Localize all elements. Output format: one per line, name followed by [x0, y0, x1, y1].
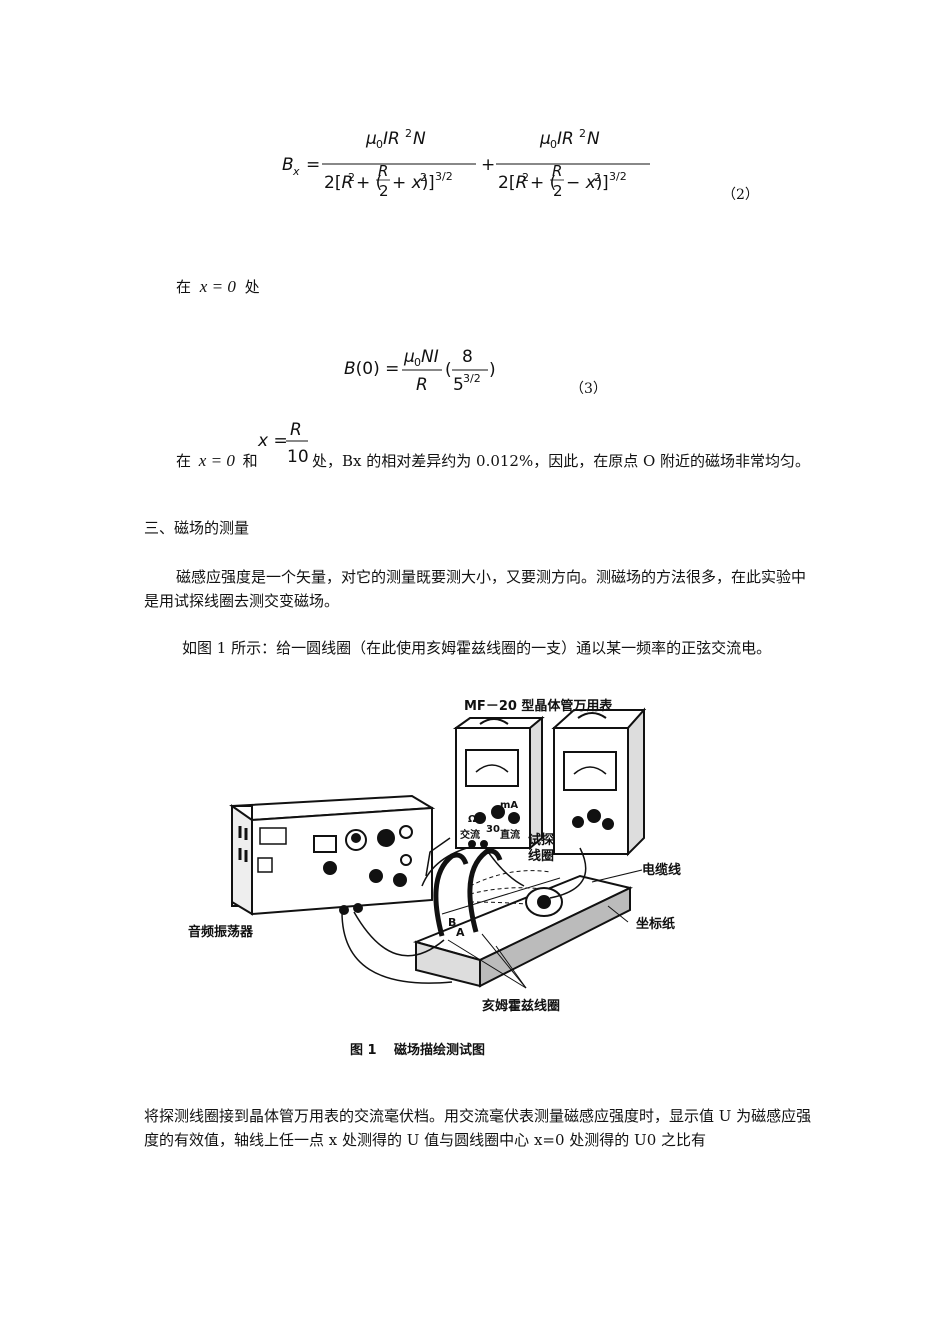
label-cable: 电缆线 [642, 862, 681, 878]
svg-text:+: + [481, 155, 495, 175]
label-A: A [456, 926, 465, 939]
svg-text:+ (: + ( [530, 173, 556, 193]
label-probe-1: 试探 [528, 832, 554, 848]
svg-text:0: 0 [376, 138, 383, 151]
eq2-lhs-sub: x [292, 165, 300, 178]
eq2-num1-mu: μ [365, 129, 377, 149]
caption-number: 图 1 [350, 1043, 377, 1058]
meter-dc: 直流 [500, 828, 520, 841]
figure-1: MF－20 型晶体管万用表 试探 线圈 电缆线 坐标纸 音频振荡器 亥姆霍兹线圈… [180, 688, 700, 1068]
svg-text:]: ] [428, 173, 435, 193]
svg-text:8: 8 [462, 347, 473, 367]
helmholtz-coils [433, 848, 551, 937]
svg-text:10: 10 [287, 447, 309, 467]
svg-text:]: ] [602, 173, 609, 193]
svg-text:2: 2 [522, 171, 529, 184]
svg-text:N: N [413, 129, 426, 149]
svg-text:μ: μ [539, 129, 551, 149]
platform-coordinate-paper [412, 874, 633, 988]
meter-ac: 交流 [460, 828, 480, 841]
cables [341, 837, 587, 984]
svg-text:IR: IR [557, 129, 574, 149]
svg-text:2[R: 2[R [498, 173, 527, 193]
paragraph-3: 将探测线圈接到晶体管万用表的交流毫伏档。用交流毫伏表测量磁感应强度时，显示值 U… [144, 1107, 812, 1149]
paragraph-1: 磁感应强度是一个矢量，对它的测量既要测大小，又要测方向。测磁场的方法很多，在此实… [144, 568, 807, 610]
svg-text:+ (: + ( [356, 173, 382, 193]
label-oscillator: 音频振荡器 [188, 924, 254, 940]
meter-omega: Ω [468, 814, 477, 825]
svg-text:N: N [587, 129, 600, 149]
figure-1-illustration: MF－20 型晶体管万用表 试探 线圈 电缆线 坐标纸 音频振荡器 亥姆霍兹线圈… [188, 698, 681, 1058]
svg-text:μ: μ [403, 347, 415, 367]
label-probe-2: 线圈 [528, 848, 554, 864]
svg-text:3/2: 3/2 [463, 372, 481, 385]
svg-text:R: R [416, 375, 428, 395]
audio-oscillator [229, 794, 436, 916]
probe-coil [525, 887, 563, 917]
svg-text:R: R [290, 420, 302, 440]
label-coordinate-paper: 坐标纸 [636, 916, 675, 932]
svg-text:=: = [306, 155, 320, 175]
x-eq-r-over-10: x = R 10 [256, 418, 312, 468]
svg-text:R: R [378, 162, 388, 180]
equation-3-number: （3） [570, 381, 607, 397]
svg-text:+ x): + x) [392, 173, 428, 193]
eq2-lhs: B [282, 155, 294, 175]
section-heading: 三、磁场的测量 [144, 519, 250, 537]
relative-diff-line: 在 x = 0 和 [176, 451, 258, 470]
equation-2: B x = μ 0 IR 2 N 2[R 2 + ( R 2 + x) 2 ] … [276, 124, 656, 202]
caption-text: 磁场描绘测试图 [394, 1042, 485, 1058]
svg-text:(: ( [445, 360, 452, 380]
svg-text:0: 0 [550, 138, 557, 151]
svg-text:NI: NI [421, 347, 439, 367]
svg-text:0: 0 [414, 356, 421, 369]
at-x0-line: 在 x = 0 处 [176, 277, 260, 296]
svg-text:2: 2 [594, 171, 601, 184]
equation-3: B(0) = μ 0 NI R ( 8 5 3/2 ) [342, 344, 512, 396]
svg-text:2: 2 [579, 127, 586, 140]
svg-text:2[R: 2[R [324, 173, 353, 193]
svg-text:x =: x = [257, 431, 288, 451]
svg-text:B(0) =: B(0) = [344, 359, 399, 379]
svg-text:2: 2 [405, 127, 412, 140]
equation-3-svg: B(0) = μ 0 NI R ( 8 5 3/2 ) [344, 347, 496, 395]
svg-text:3/2: 3/2 [609, 170, 627, 183]
label-meter: MF－20 型晶体管万用表 [464, 698, 613, 714]
meter-30: 30 [486, 824, 500, 835]
relative-diff-rest: 处，Bx 的相对差异约为 0.012%，因此，在原点 O 附近的磁场非常均匀。 [312, 452, 811, 470]
x-eq-0-inline: x = 0 [199, 277, 236, 296]
svg-text:− x): − x) [566, 173, 602, 193]
meter-ma: mA [500, 800, 518, 811]
label-B: B [448, 916, 456, 929]
svg-text:5: 5 [453, 375, 464, 395]
svg-text:2: 2 [553, 182, 563, 200]
svg-text:IR: IR [383, 129, 400, 149]
multimeter-right [551, 707, 647, 857]
svg-text:R: R [552, 162, 562, 180]
equation-2-number: （2） [722, 187, 759, 203]
svg-text:3/2: 3/2 [435, 170, 453, 183]
svg-text:2: 2 [348, 171, 355, 184]
paragraph-2: 如图 1 所示：给一圆线圈（在此使用亥姆霍兹线圈的一支）通以某一频率的正弦交流电… [182, 639, 772, 657]
svg-text:): ) [489, 360, 496, 380]
svg-text:2: 2 [379, 182, 389, 200]
svg-text:2: 2 [420, 171, 427, 184]
label-helmholtz-coils: 亥姆霍兹线圈 [482, 998, 560, 1014]
equation-2-svg: B x = μ 0 IR 2 N 2[R 2 + ( R 2 + x) 2 ] … [282, 127, 650, 200]
multimeter-left [452, 715, 545, 851]
